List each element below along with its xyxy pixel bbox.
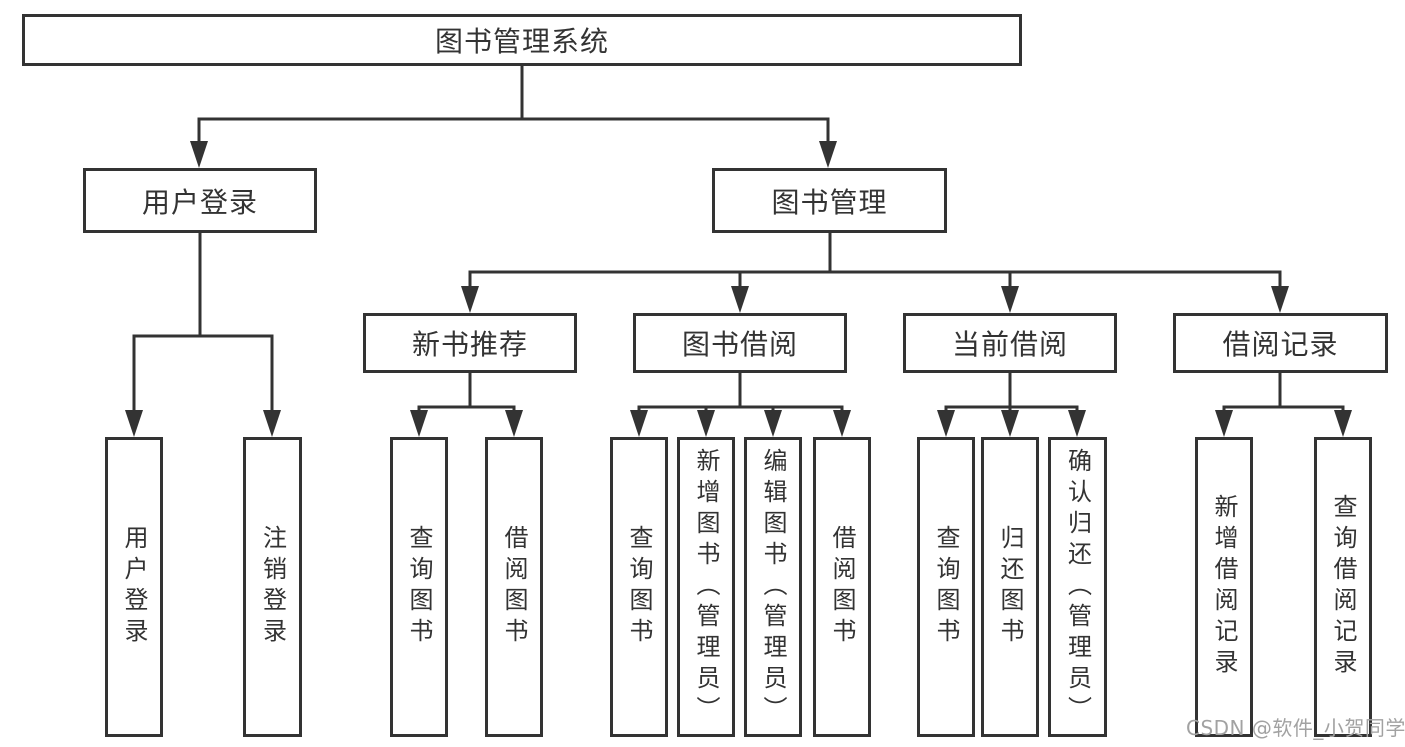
node-label-leaf-bb-borrow-books: 借阅图书	[828, 525, 856, 649]
node-leaf-br-query-record: 查询借阅记录	[1314, 437, 1372, 737]
arrowhead	[1334, 410, 1352, 437]
connector-new-book-split	[410, 371, 523, 437]
node-root: 图书管理系统	[22, 14, 1022, 66]
arrowhead	[819, 141, 837, 168]
connector-root-split	[190, 64, 837, 168]
connector-user-login-split	[125, 231, 281, 437]
connector-borrow-records-split	[1215, 371, 1352, 437]
node-label-leaf-br-query-record: 查询借阅记录	[1329, 494, 1357, 680]
node-leaf-cb-query-books: 查询图书	[917, 437, 975, 737]
node-borrowing-records: 借阅记录	[1173, 313, 1388, 373]
arrowhead	[697, 410, 715, 437]
node-label-book-borrowing: 图书借阅	[681, 328, 798, 361]
node-label-new-book-recommend: 新书推荐	[411, 328, 528, 361]
node-leaf-user-login: 用户登录	[105, 437, 163, 737]
arrowhead	[410, 410, 428, 437]
node-label-leaf-user-login: 用户登录	[120, 525, 148, 649]
arrowhead	[1271, 286, 1289, 313]
connector-current-borrow-split	[937, 371, 1086, 437]
node-label-leaf-cb-return-books: 归还图书	[996, 525, 1024, 649]
arrowhead	[630, 410, 648, 437]
node-label-leaf-cb-confirm: 确认归还（管理员）	[1063, 447, 1092, 727]
node-leaf-nb-query-books: 查询图书	[390, 437, 448, 737]
node-leaf-bb-query-books: 查询图书	[610, 437, 668, 737]
node-label-leaf-nb-query-books: 查询图书	[405, 525, 433, 649]
node-label-leaf-nb-borrow-books: 借阅图书	[500, 525, 528, 649]
arrowhead	[764, 410, 782, 437]
node-book-borrowing: 图书借阅	[633, 313, 847, 373]
arrowhead	[1068, 410, 1086, 437]
node-current-borrowing: 当前借阅	[903, 313, 1117, 373]
node-label-leaf-logout: 注销登录	[258, 525, 287, 649]
node-leaf-logout: 注销登录	[243, 437, 302, 737]
connector-book-borrowing-split	[630, 371, 851, 437]
arrowhead	[1001, 286, 1019, 313]
connector-book-management-split	[461, 231, 1289, 313]
arrowhead	[461, 286, 479, 313]
arrowhead	[125, 410, 143, 437]
arrowhead	[190, 141, 208, 168]
node-user-login: 用户登录	[83, 168, 317, 233]
arrowhead	[833, 410, 851, 437]
arrowhead	[731, 286, 749, 313]
arrowhead	[1215, 410, 1233, 437]
node-label-leaf-cb-query-books: 查询图书	[932, 525, 960, 649]
node-label-root: 图书管理系统	[434, 25, 609, 58]
node-label-book-management: 图书管理	[771, 185, 888, 219]
node-leaf-bb-add-books: 新增图书（管理员）	[677, 437, 735, 737]
node-book-management: 图书管理	[712, 168, 947, 233]
node-label-current-borrowing: 当前借阅	[951, 328, 1068, 361]
node-label-borrowing-records: 借阅记录	[1222, 328, 1339, 361]
node-leaf-nb-borrow-books: 借阅图书	[485, 437, 543, 737]
node-label-user-login: 用户登录	[141, 185, 258, 219]
watermark: CSDN @软件_小贺同学	[1186, 716, 1405, 740]
node-leaf-bb-edit-books: 编辑图书（管理员）	[744, 437, 802, 737]
node-label-leaf-bb-edit-books: 编辑图书（管理员）	[759, 447, 787, 727]
arrowhead	[937, 410, 955, 437]
arrowhead	[263, 410, 281, 437]
arrowhead	[1001, 410, 1019, 437]
node-leaf-cb-confirm: 确认归还（管理员）	[1048, 437, 1107, 737]
node-label-leaf-br-add-record: 新增借阅记录	[1210, 494, 1238, 680]
node-new-book-recommend: 新书推荐	[363, 313, 577, 373]
node-leaf-br-add-record: 新增借阅记录	[1195, 437, 1253, 737]
node-leaf-cb-return-books: 归还图书	[981, 437, 1039, 737]
arrowhead	[505, 410, 523, 437]
node-label-leaf-bb-query-books: 查询图书	[625, 525, 653, 649]
node-label-leaf-bb-add-books: 新增图书（管理员）	[692, 447, 720, 727]
node-leaf-bb-borrow-books: 借阅图书	[813, 437, 871, 737]
